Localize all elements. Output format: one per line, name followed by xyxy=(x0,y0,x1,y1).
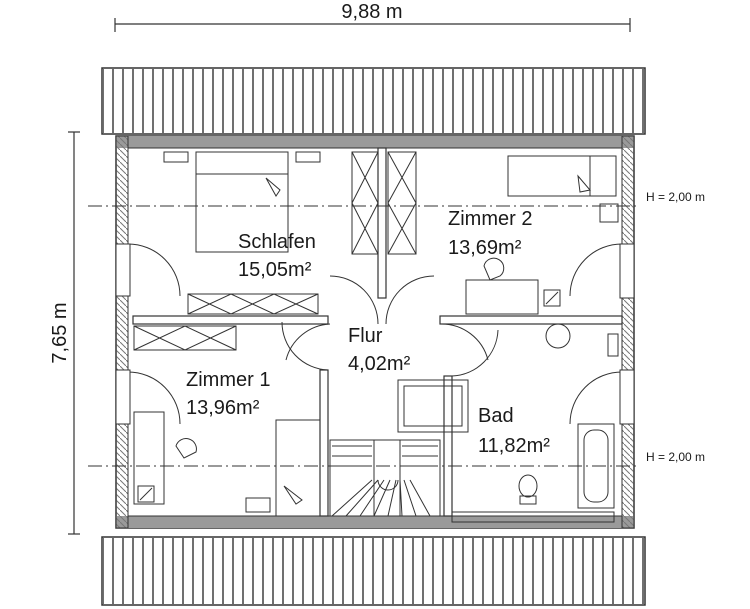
interior-walls xyxy=(132,147,623,517)
bathroom-fixtures xyxy=(397,323,619,523)
room-name-flur: Flur xyxy=(348,325,383,347)
depth-label: 7,65 m xyxy=(49,302,71,363)
room-name-schlafen: Schlafen xyxy=(238,231,316,253)
room-area-flur: 4,02m² xyxy=(348,353,411,375)
room-name-bad: Bad xyxy=(478,405,514,427)
wall-flur-bad xyxy=(443,375,453,517)
room-bad: Bad 11,82m² xyxy=(478,405,550,457)
wall-bottom xyxy=(116,516,634,528)
bed-zimmer1 xyxy=(275,419,321,517)
wall-zimmer2-bad xyxy=(439,315,623,325)
room-schlafen: Schlafen 15,05m² xyxy=(238,231,316,281)
furniture xyxy=(133,151,619,517)
room-area-bad: 11,82m² xyxy=(478,435,550,457)
wall-left xyxy=(115,135,129,529)
bath-shelf xyxy=(451,511,615,523)
wall-top xyxy=(116,136,634,148)
wall-zimmer1-flur xyxy=(319,369,329,517)
wall-right xyxy=(621,135,635,529)
height-lines xyxy=(88,205,640,467)
doors xyxy=(115,243,635,425)
double-bed xyxy=(195,151,289,253)
width-dimension: 9,88 m xyxy=(114,1,631,32)
room-area-schlafen: 15,05m² xyxy=(238,259,312,281)
door-left-upper-swing xyxy=(127,243,181,297)
washbasin xyxy=(545,323,571,349)
room-zimmer2: Zimmer 2 13,69m² xyxy=(448,208,532,259)
room-zimmer1: Zimmer 1 13,96m² xyxy=(186,369,270,419)
desk-zimmer1 xyxy=(133,411,165,505)
room-name-zimmer2: Zimmer 2 xyxy=(448,208,532,230)
shower-box xyxy=(397,379,469,433)
depth-dimension: 7,65 m xyxy=(49,131,80,535)
height-note-upper: H = 2,00 m xyxy=(646,190,705,204)
room-flur: Flur 4,02m² xyxy=(348,325,411,375)
wardrobes xyxy=(133,151,417,351)
roof-top-stripes xyxy=(103,69,644,133)
wall-schlafen-zimmer1 xyxy=(132,315,329,325)
room-area-zimmer1: 13,96m² xyxy=(186,397,260,419)
roof-bottom-stripes xyxy=(103,538,644,604)
desk-zimmer2 xyxy=(465,279,539,315)
bed-zimmer2 xyxy=(507,155,617,197)
room-name-zimmer1: Zimmer 1 xyxy=(186,369,270,391)
height-note-lower: H = 2,00 m xyxy=(646,450,705,464)
room-area-zimmer2: 13,69m² xyxy=(448,237,522,259)
toilet xyxy=(518,474,538,498)
wall-schlafen-zimmer2 xyxy=(377,147,387,299)
width-label: 9,88 m xyxy=(341,1,402,23)
